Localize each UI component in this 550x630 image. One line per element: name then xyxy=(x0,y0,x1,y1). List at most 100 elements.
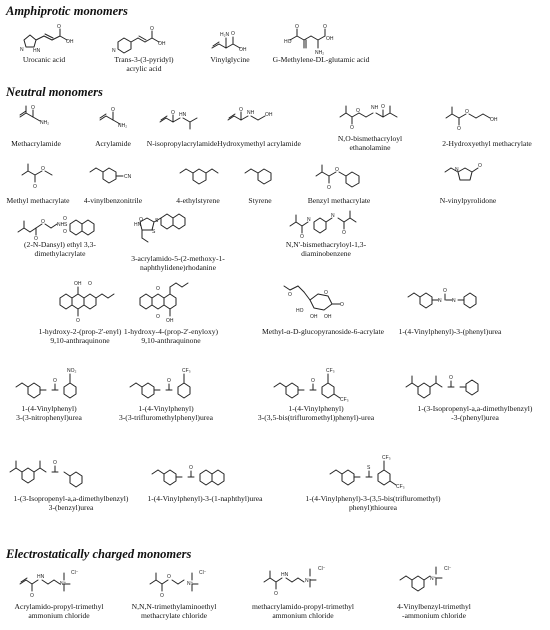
svg-text:CF₃: CF₃ xyxy=(340,397,349,403)
label-glucopyranoside-acrylate: Methyl-α-D-glucopyranoside-6-acrylate xyxy=(261,327,385,336)
svg-text:O: O xyxy=(350,125,354,131)
structure-isopropenyl-benzyl-urea: O xyxy=(9,460,83,488)
svg-text:O: O xyxy=(156,314,160,320)
svg-text:H₂N: H₂N xyxy=(220,32,230,38)
svg-text:N⁺: N⁺ xyxy=(430,576,437,582)
svg-text:N⁺: N⁺ xyxy=(305,578,312,584)
svg-text:OH: OH xyxy=(66,39,74,45)
svg-text:O: O xyxy=(327,185,331,191)
svg-text:OH: OH xyxy=(324,314,332,320)
svg-text:O: O xyxy=(465,109,469,115)
svg-text:O: O xyxy=(189,465,193,471)
svg-text:O: O xyxy=(150,26,154,32)
svg-text:CF₃: CF₃ xyxy=(182,368,191,374)
svg-text:O: O xyxy=(63,229,67,235)
svg-text:O: O xyxy=(323,24,327,30)
svg-text:O: O xyxy=(167,378,171,384)
svg-text:O: O xyxy=(324,290,328,296)
svg-text:HN: HN xyxy=(281,572,289,578)
svg-text:NH: NH xyxy=(57,222,65,228)
svg-text:S: S xyxy=(152,229,156,235)
label-isopropenyl-phenyl-urea: 1-(3-Isopropenyl-a,a-dimethylbenzyl) -3-… xyxy=(417,404,533,422)
structure-styrene xyxy=(244,168,272,185)
svg-text:O: O xyxy=(295,24,299,30)
structure-trimethylaminoethyl-methacrylate: OON⁺Cl⁻ xyxy=(149,570,207,599)
label-bismethacryloyl-diaminobenzene: N,N'-bismethacryloyl-1,3- diaminobenzene xyxy=(285,240,367,258)
svg-text:OH: OH xyxy=(239,47,247,53)
svg-text:O: O xyxy=(76,318,80,324)
label-hydroxymethyl-acrylamide: Hydroxymethyl acrylamide xyxy=(217,139,301,148)
svg-text:O: O xyxy=(288,292,292,298)
svg-text:O: O xyxy=(171,110,175,116)
svg-text:O: O xyxy=(53,378,57,384)
svg-text:N: N xyxy=(20,47,24,53)
svg-text:O: O xyxy=(160,593,164,599)
svg-text:O: O xyxy=(30,593,34,599)
svg-text:HO: HO xyxy=(296,308,304,314)
label-n-isopropylacrylamide: N-isopropylacrylamide xyxy=(146,139,218,148)
label-methylene-glutamic-acid: G-Methylene-DL-glutamic acid xyxy=(272,55,370,64)
structure-n-isopropylacrylamide: O HN xyxy=(159,110,198,130)
svg-text:O: O xyxy=(340,302,344,308)
structure-vinylpyrolidone: NO xyxy=(444,163,482,181)
svg-text:O: O xyxy=(381,104,385,110)
label-methacrylamidopropyl-trimethyl-ammonium: methacrylamido-propyl-trimethyl ammonium… xyxy=(251,602,355,620)
svg-text:N: N xyxy=(307,217,311,223)
svg-text:O: O xyxy=(57,24,61,30)
label-vinylpyrolidone: N-vinylpyrolidone xyxy=(439,196,497,205)
svg-text:HO: HO xyxy=(284,39,292,45)
svg-text:OH: OH xyxy=(310,314,318,320)
structure-vinylphenyl-trifluoromethylphenyl-urea: CF₃ O xyxy=(129,368,191,399)
label-urocanic-acid: Urocanic acid xyxy=(22,55,66,64)
label-vinylphenyl-nitrophenyl-urea: 1-(4-Vinylphenyl) 3-(3-nitrophenyl)urea xyxy=(16,404,82,422)
svg-text:O: O xyxy=(335,167,339,173)
svg-text:OH: OH xyxy=(74,281,82,287)
svg-text:NH₂: NH₂ xyxy=(40,120,49,126)
label-vinylphenyl-trifluoromethylphenyl-urea: 1-(4-Vinylphenyl) 3-(3-trifluromethylphe… xyxy=(118,404,214,422)
svg-text:OH: OH xyxy=(326,36,334,42)
svg-text:O: O xyxy=(478,163,482,169)
structure-ethylstyrene xyxy=(179,168,219,185)
label-trimethylaminoethyl-methacrylate: N,N,N-trimethylaminoethyl methacrylate c… xyxy=(131,602,217,620)
label-isopropenyl-benzyl-urea: 1-(3-Isopropenyl-a,a-dimethylbenzyl) 3-(… xyxy=(13,494,129,512)
svg-text:O: O xyxy=(111,107,115,113)
structure-methyl-methacrylate: OO xyxy=(21,163,53,190)
svg-text:CF₃: CF₃ xyxy=(382,455,391,461)
svg-text:Cl⁻: Cl⁻ xyxy=(199,570,207,576)
svg-text:OH: OH xyxy=(490,117,498,123)
svg-text:S: S xyxy=(155,218,159,224)
label-hydroxy-propenyl-anthraquinone: 1-hydroxy-2-(prop-2'-enyl) 9,10-anthraqu… xyxy=(38,327,122,345)
svg-text:O: O xyxy=(443,288,447,294)
svg-text:O: O xyxy=(31,105,35,111)
svg-text:O: O xyxy=(457,126,461,132)
svg-text:CF₃: CF₃ xyxy=(326,368,335,374)
svg-text:O: O xyxy=(41,166,45,172)
svg-text:HN: HN xyxy=(179,112,187,118)
svg-text:Cl⁻: Cl⁻ xyxy=(444,566,452,572)
svg-text:O: O xyxy=(53,460,57,466)
svg-text:O: O xyxy=(167,574,171,580)
svg-text:O: O xyxy=(231,31,235,37)
structure-benzyl-methacrylate: OO xyxy=(315,164,360,191)
structure-vinylbenzonitrile: CN xyxy=(89,167,132,184)
label-acrylamide: Acrylamide xyxy=(95,139,131,148)
label-benzyl-methacrylate: Benzyl methacrylate xyxy=(307,196,371,205)
section-title-charged: Electrostatically charged monomers xyxy=(6,547,192,561)
label-dansyl-ethyl-dimethylacrylate: (2-N-Dansyl) ethyl 3,3- dimethylacrylate xyxy=(24,240,96,258)
svg-text:S: S xyxy=(367,465,371,471)
section-title-amphiprotic: Amphiprotic monomers xyxy=(6,4,128,18)
svg-text:N: N xyxy=(438,298,442,304)
